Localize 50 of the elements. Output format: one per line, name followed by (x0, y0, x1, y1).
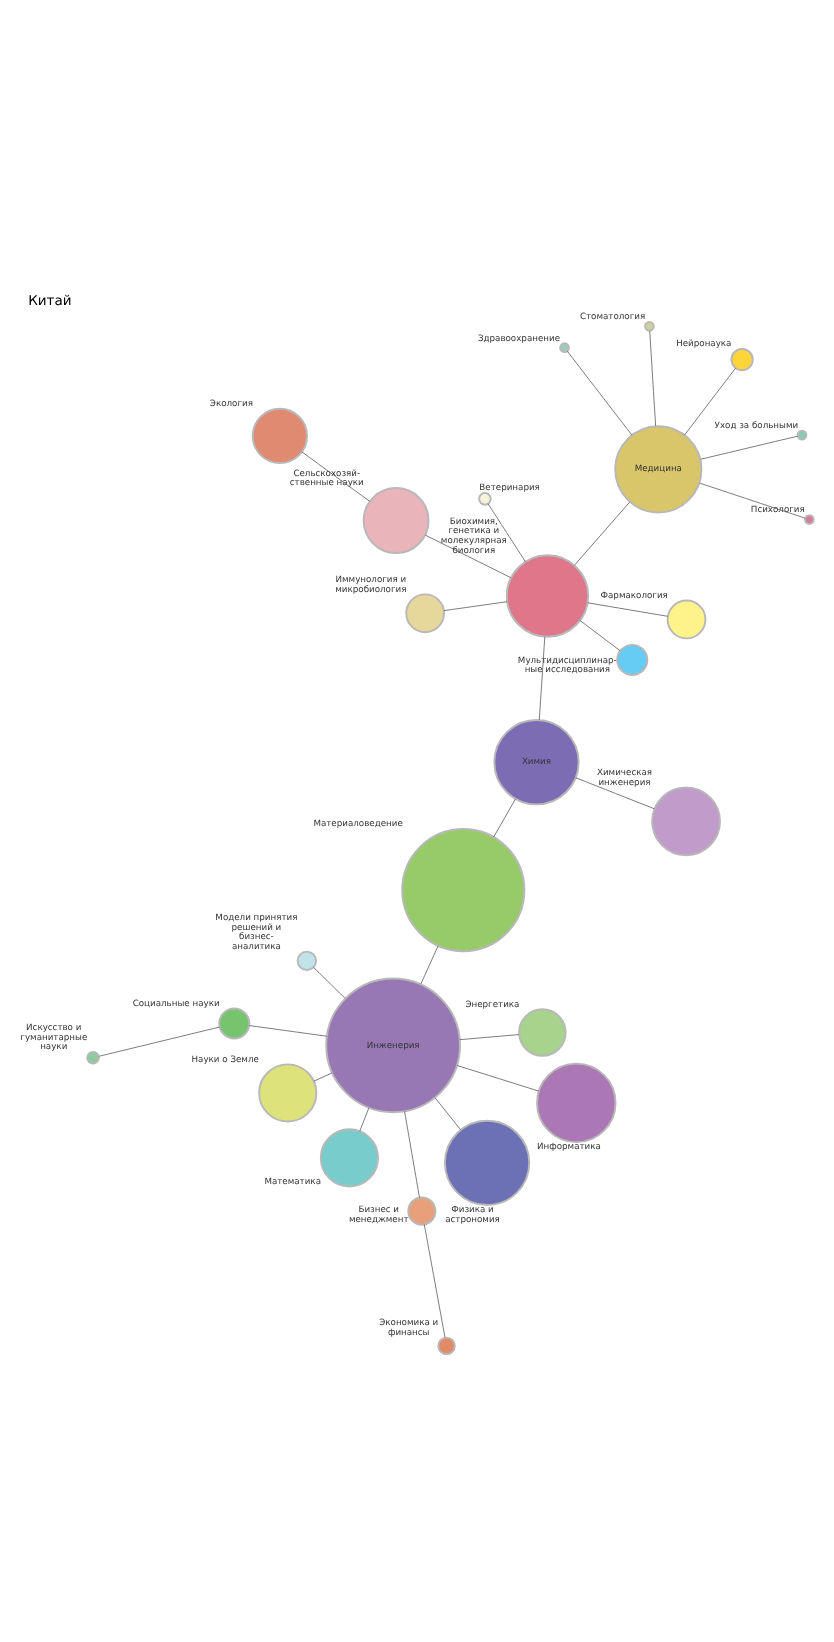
connector (420, 944, 439, 984)
connector (359, 1106, 370, 1131)
connector (313, 965, 346, 998)
node-circle (218, 1006, 251, 1039)
node-circle (804, 513, 815, 524)
connector (434, 1096, 462, 1130)
node-circle (478, 491, 492, 505)
connector (587, 601, 668, 616)
connector (249, 1024, 328, 1036)
node-circle (437, 1335, 456, 1355)
node-circle (401, 827, 526, 952)
node-circle (258, 1062, 318, 1122)
connector (456, 1064, 540, 1091)
node-circle (730, 346, 754, 371)
connector (98, 1025, 220, 1056)
connector (313, 1071, 333, 1081)
connector (423, 1223, 446, 1337)
node-circle (296, 949, 317, 971)
connector (487, 502, 526, 562)
connector (493, 797, 516, 837)
node-circle (319, 1127, 379, 1187)
connector (700, 434, 798, 459)
node-circle (666, 598, 707, 639)
node-circle (362, 486, 430, 553)
node-circle (796, 428, 808, 440)
connector (443, 600, 508, 610)
node-circle (407, 1195, 437, 1225)
connector (301, 450, 371, 501)
node-circle (616, 642, 649, 675)
connector (566, 349, 633, 435)
node-circle (443, 1118, 531, 1205)
connector (579, 619, 621, 651)
connector (649, 329, 656, 426)
connector (424, 533, 512, 578)
node-circle (405, 592, 446, 633)
connector (699, 481, 806, 518)
connector (459, 1033, 520, 1040)
node-circle (644, 319, 655, 331)
node-circle (651, 785, 721, 856)
connector (575, 776, 655, 809)
node-circle (518, 1007, 567, 1056)
connector (684, 366, 736, 435)
connector (538, 635, 546, 720)
node-circle (559, 341, 570, 353)
node-circle (251, 406, 308, 463)
connector (404, 1109, 420, 1197)
connector (573, 500, 631, 565)
node-circle (86, 1049, 100, 1064)
node-circle (505, 553, 590, 637)
node-circle (536, 1061, 617, 1143)
